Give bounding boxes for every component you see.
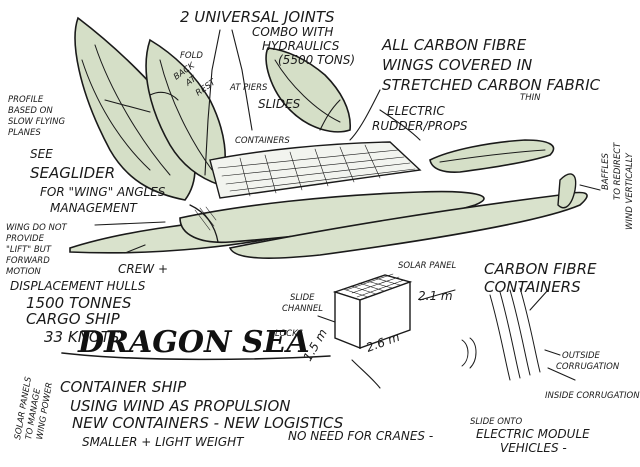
label-carbon-thin: THIN <box>520 93 541 103</box>
label-electric-module: ELECTRIC MODULE <box>476 427 590 441</box>
right-wing <box>429 139 555 173</box>
container-box-detail <box>332 273 413 350</box>
label-carbon-3: STRETCHED CARBON FABRIC <box>382 76 601 94</box>
container-deck <box>209 141 422 199</box>
label-joints-1: 2 UNIVERSAL JOINTS <box>180 8 335 26</box>
label-wing-3: "LIFT" BUT <box>6 245 52 255</box>
label-see: SEE <box>30 147 53 161</box>
label-electric-1: ELECTRIC <box>387 104 445 118</box>
title-underline <box>61 352 331 361</box>
label-profile-4: PLANES <box>8 128 41 138</box>
label-fold-1: FOLD <box>180 51 203 61</box>
label-joints-4: (5500 TONS) <box>278 53 355 67</box>
label-tonnes-1: 1500 TONNES <box>26 294 132 312</box>
label-dim-1: 2.1 m <box>418 289 453 303</box>
label-vehicles: VEHICLES - <box>500 441 567 455</box>
label-carbon-cont-1: CARBON FIBRE <box>484 260 597 278</box>
label-joints-3: HYDRAULICS <box>262 39 340 53</box>
label-baffles-3: WIND VERTICALLY <box>625 152 635 230</box>
label-profile-3: SLOW FLYING <box>8 117 66 127</box>
label-using-wind: USING WIND AS PROPULSION <box>70 397 291 415</box>
label-new-containers: NEW CONTAINERS - NEW LOGISTICS <box>72 414 344 432</box>
label-carbon-cont-2: CONTAINERS <box>484 278 581 296</box>
label-management: MANAGEMENT <box>50 201 139 215</box>
label-inside: INSIDE CORRUGATION <box>545 391 640 401</box>
label-solar-panel: SOLAR PANEL <box>398 261 456 271</box>
label-outside-1: OUTSIDE <box>562 351 601 361</box>
label-carbon-1: ALL CARBON FIBRE <box>381 36 527 54</box>
label-no-need: NO NEED FOR CRANES - <box>288 429 433 443</box>
label-profile-1: PROFILE <box>8 95 44 105</box>
label-fold-5: AT PIERS <box>229 83 268 93</box>
center-hull <box>179 190 485 244</box>
corrugation-detail <box>461 287 541 381</box>
label-wing-4: FORWARD <box>6 256 50 266</box>
label-electric-2: RUDDER/PROPS <box>372 119 468 133</box>
label-seaglider: SEAGLIDER <box>30 164 115 182</box>
label-tonnes-3: 33 KNOTS <box>44 328 120 346</box>
label-slide-2: CHANNEL <box>282 304 323 314</box>
label-profile-2: BASED ON <box>8 106 53 116</box>
deck-grid <box>217 144 416 197</box>
label-containers: CONTAINERS <box>235 136 290 146</box>
leader-lines <box>94 29 601 389</box>
center-beam <box>189 204 219 243</box>
label-container-ship: CONTAINER SHIP <box>60 378 187 396</box>
label-baffles-2: TO REDIRECT <box>613 142 623 200</box>
right-hull <box>228 191 588 259</box>
label-slide-1: SLIDE <box>290 293 315 303</box>
label-for-wing: FOR "WING" ANGLES <box>40 185 166 199</box>
label-displacement: DISPLACEMENT HULLS <box>10 279 146 293</box>
label-tonnes-2: CARGO SHIP <box>26 310 121 328</box>
label-carbon-2: WINGS COVERED IN <box>382 56 532 74</box>
sketch-title: DRAGON SEA <box>77 325 310 360</box>
label-wing-1: WING DO NOT <box>6 223 68 233</box>
label-baffles-1: BAFFLES <box>601 152 611 190</box>
label-outside-2: CORRUGATION <box>556 362 620 372</box>
label-smaller: SMALLER + LIGHT WEIGHT <box>82 435 245 449</box>
label-wing-5: MOTION <box>6 267 41 277</box>
label-slides: SLIDES <box>258 97 301 111</box>
label-slide-onto: SLIDE ONTO <box>470 417 522 427</box>
center-wing <box>265 47 351 133</box>
label-crew: CREW + <box>118 262 168 276</box>
label-joints-2: COMBO WITH <box>252 25 333 39</box>
tip-wing <box>557 173 577 209</box>
label-locks: LOCKS <box>275 329 304 339</box>
label-wing-2: PROVIDE <box>6 234 45 244</box>
